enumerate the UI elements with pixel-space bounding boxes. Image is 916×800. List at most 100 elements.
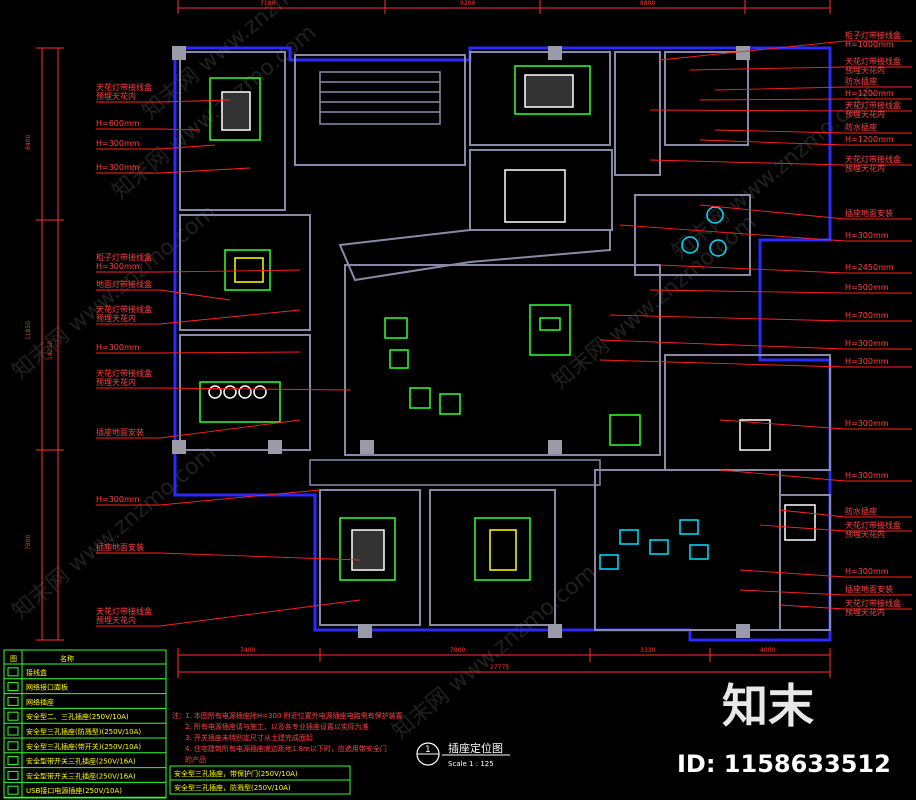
note-5: 的产品 [185, 755, 206, 764]
watermark-logo: 知末 [722, 679, 814, 733]
right-label-16: H=300mm [845, 419, 889, 428]
bottom-dim-2: 7800 [450, 647, 465, 654]
right-label-11: H=2450mm [845, 263, 894, 272]
leader-line-left [96, 552, 361, 561]
right-label-line: H=300mm [845, 471, 889, 480]
top-dimension: 7100 9200 8800 [177, 0, 831, 14]
leader-line-right [699, 139, 912, 146]
right-label-18: 防水插座 [845, 506, 877, 516]
legend-symbol-icon [7, 726, 19, 736]
top-dim-2: 9200 [460, 0, 475, 7]
leader-line-left [96, 99, 231, 103]
right-label-line: H=1200mm [845, 89, 894, 98]
right-label-line: 天花灯带接线盒 [845, 56, 901, 66]
left-label-line: 天花灯带接线盒 [96, 368, 152, 378]
legend-symbol-icon [7, 711, 19, 721]
leader-line-right [649, 159, 912, 166]
left-label-10: 插座地面安装 [96, 427, 144, 437]
leader-line-right [719, 419, 912, 430]
right-label-14: H=300mm [845, 339, 889, 348]
legend-row-label: 安全型带开关三孔插座(250V/16A) [26, 757, 136, 766]
leader-line-left [96, 419, 301, 439]
right-annotations: 柜子灯带接线盒H=1000mm天花灯带接线盒预埋天花内防水插座H=1200mm天… [845, 30, 901, 617]
right-label-line: H=300mm [845, 567, 889, 576]
left-label-line: 柜子灯带接线盒 [96, 252, 152, 262]
legend-row-label: 网络接口面板 [26, 683, 68, 692]
leader-line-right [779, 604, 912, 610]
right-label-line: H=2450mm [845, 263, 894, 272]
right-label-line: H=1000mm [845, 40, 894, 49]
right-label-line: 预埋天花内 [845, 109, 885, 119]
bottom-dimension: 7400 7800 3330 4000 27775 [177, 647, 831, 678]
bottom-dim-total: 27775 [490, 664, 509, 671]
left-label-3: H=300mm [96, 139, 140, 148]
right-label-7: H=1200mm [845, 135, 894, 144]
left-label-11: H=300mm [96, 495, 140, 504]
leader-line-right [719, 469, 912, 482]
right-label-line: 天花灯带接线盒 [845, 520, 901, 530]
notes-block: 注： 1. 本图所有电源插座除H=300 附近位置外电源插座电路需有保护装置 2… [172, 711, 403, 764]
left-dim-1: 8400 [25, 135, 32, 150]
left-label-line: 预埋天花内 [96, 313, 136, 323]
legend-symbol-icon [7, 756, 19, 766]
right-label-line: H=500mm [845, 283, 889, 292]
right-label-line: 天花灯带接线盒 [845, 598, 901, 608]
right-label-line: H=300mm [845, 231, 889, 240]
leader-line-right [689, 66, 912, 71]
left-label-line: 预埋天花内 [96, 615, 136, 625]
plan-walls [173, 46, 832, 642]
legend-row-label: 安全型三孔插座(带开关)(250V/10A) [26, 742, 141, 751]
leader-line-right [659, 40, 912, 61]
furniture [199, 65, 816, 581]
title-block: 1 插座定位图 Scale 1 : 125 [416, 741, 510, 768]
legend-row-label: 安全型带开关三孔插座(250V/16A) [26, 771, 136, 780]
right-label-line: H=300mm [845, 339, 889, 348]
title-number: 1 [425, 745, 431, 755]
right-label-line: 预埋天花内 [845, 529, 885, 539]
right-label-line: 防水插座 [845, 506, 877, 516]
legend-extra-1: 安全型三孔插座，带保护门(250V/10A) [174, 769, 298, 778]
title-text: 插座定位图 [448, 741, 503, 755]
leader-line-right [699, 98, 912, 101]
right-label-9: 插座地面安装 [845, 208, 893, 218]
legend-row-label: 接线盒 [26, 668, 47, 677]
legend-row-label: USB接口电源插座(250V/10A) [26, 786, 122, 795]
legend-row-label: 安全型二、三孔插座(250V/10A) [26, 712, 129, 721]
left-dim-3: 7800 [25, 535, 32, 550]
leader-line-right [649, 109, 912, 112]
note-3: 3. 开关插座未特别定尺寸从土建完成面起 [185, 733, 313, 742]
left-label-6: 地面灯带接线盒 [96, 279, 152, 289]
leader-line-right [599, 359, 912, 368]
legend-row-label: 网络插座 [26, 697, 54, 706]
leader-line-left [96, 599, 361, 627]
legend-extra: 安全型三孔插座，带保护门(250V/10A) 安全型三孔插座，防溅型(250V/… [169, 765, 351, 795]
legend-extra-2: 安全型三孔插座，防溅型(250V/10A) [174, 783, 291, 792]
leader-line-right [659, 264, 912, 274]
top-dim-1: 7100 [260, 0, 275, 7]
note-1: 1. 本图所有电源插座除H=300 附近位置外电源插座电路需有保护装置 [185, 711, 403, 720]
note-2: 2. 所有电源插座请与施工、以及各专业插座设置以实际为准 [185, 722, 369, 731]
right-label-10: H=300mm [845, 231, 889, 240]
right-label-line: 插座地面安装 [845, 584, 893, 594]
watermark-tile: 知末网 www.znzmo.com [8, 200, 221, 385]
left-label-line: H=300mm [96, 163, 140, 172]
right-label-line: 插座地面安装 [845, 208, 893, 218]
left-label-line: 预埋天花内 [96, 91, 136, 101]
left-label-line: 地面灯带接线盒 [96, 279, 152, 289]
right-label-line: 防水插座 [845, 76, 877, 86]
left-label-line: H=300mm [96, 139, 140, 148]
leader-line-right [739, 589, 912, 596]
left-dimension: 8400 11850 7800 14250 [25, 47, 64, 641]
leader-line-right [599, 339, 912, 350]
left-label-line: 预埋天花内 [96, 377, 136, 387]
left-label-line: 插座地面安装 [96, 542, 144, 552]
left-label-4: H=300mm [96, 163, 140, 172]
right-label-line: 预埋天花内 [845, 607, 885, 617]
